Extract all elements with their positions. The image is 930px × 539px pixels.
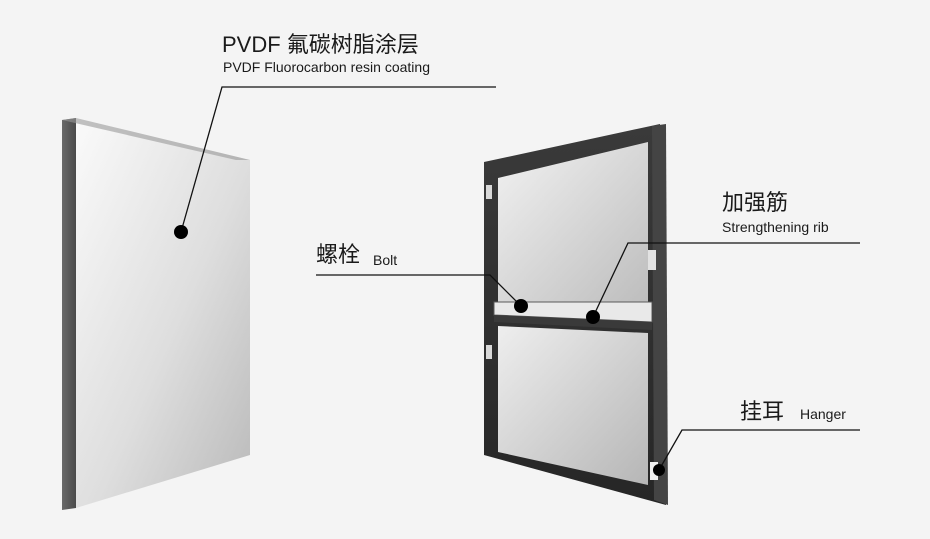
rib-label-zh: 加强筋 [722, 190, 789, 215]
back-panel-lower-face [498, 326, 648, 485]
rib-leader [592, 242, 860, 318]
coating-marker [174, 225, 188, 239]
front-panel-face [76, 118, 250, 508]
strengthening-rib-shadow [494, 315, 652, 330]
coating-label-en: PVDF Fluorocarbon resin coating [223, 59, 430, 75]
front-panel-top-edge [62, 118, 250, 160]
rib-marker [586, 310, 600, 324]
coating-label-zh: PVDF 氟碳树脂涂层 [222, 32, 419, 57]
back-panel-side [652, 124, 668, 505]
coating-leader [180, 86, 496, 233]
bolt-leader [316, 274, 522, 307]
front-panel-edge [62, 118, 76, 510]
back-panel-upper-face [498, 142, 648, 305]
hanger-label-en: Hanger [800, 406, 846, 422]
back-panel [484, 124, 668, 505]
hanger-tab [648, 250, 656, 270]
frame-tab [486, 185, 492, 199]
leader-lines [180, 86, 860, 471]
front-panel [62, 118, 250, 510]
bolt-marker [514, 299, 528, 313]
hanger-marker [653, 464, 665, 476]
rib-label-en: Strengthening rib [722, 219, 829, 235]
hanger-label-zh: 挂耳 [740, 399, 785, 424]
frame-tab [486, 345, 492, 359]
bolt-label-en: Bolt [373, 252, 398, 268]
hanger-leader [658, 429, 860, 471]
bolt-label-zh: 螺栓 [316, 242, 361, 267]
